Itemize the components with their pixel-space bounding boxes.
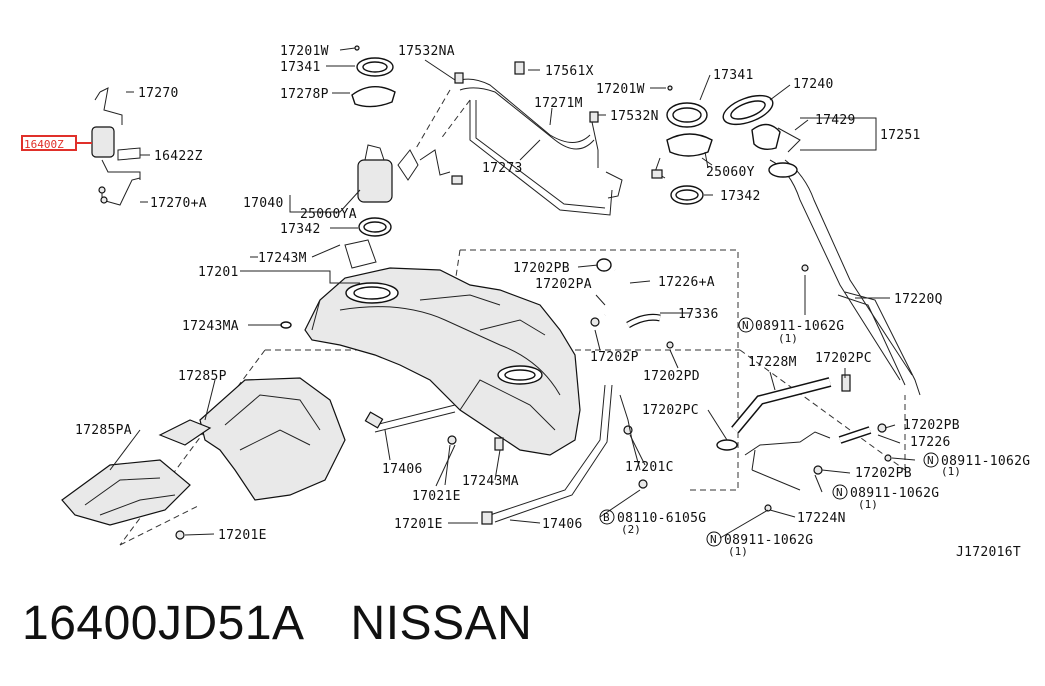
label-25060YA: 25060YA (300, 207, 357, 222)
label-17040: 17040 (243, 196, 284, 211)
label-17202PB-c: 17202PB (855, 466, 912, 481)
label-17220Q: 17220Q (894, 292, 943, 307)
fuel-tank (304, 267, 581, 456)
right-hoses (175, 45, 892, 540)
label-17226A: 17226+A (658, 275, 715, 290)
label-08911-c: 08911-1062G (850, 486, 939, 501)
label-17561X: 17561X (545, 64, 594, 79)
label-17240: 17240 (793, 77, 834, 92)
label-17532NA: 17532NA (398, 44, 455, 59)
label-17224N: 17224N (797, 511, 846, 526)
label-17201C: 17201C (625, 460, 674, 475)
label-17202PD: 17202PD (643, 369, 700, 384)
label-17532N: 17532N (610, 109, 659, 124)
label-17201W-b: 17201W (596, 82, 645, 97)
label-17202PA: 17202PA (535, 277, 592, 292)
label-17201: 17201 (198, 265, 239, 280)
label-08911-b: 08911-1062G (941, 454, 1030, 469)
label-17273: 17273 (482, 161, 523, 176)
dashed-boundaries (119, 89, 906, 546)
label-08911-d: 08911-1062G (724, 533, 813, 548)
left-pump-module (344, 57, 463, 269)
label-17406-b: 17406 (542, 517, 583, 532)
label-17270A: 17270+A (150, 196, 207, 211)
label-08110: 08110-6105G (617, 511, 706, 526)
fastener-08911-b: N 08911-1062G (1) (923, 452, 1030, 478)
label-17341-b: 17341 (713, 68, 754, 83)
label-16422Z: 16422Z (154, 149, 203, 164)
label-17342-b: 17342 (720, 189, 761, 204)
label-17336: 17336 (678, 307, 719, 322)
tank-straps (364, 384, 613, 525)
label-17270: 17270 (138, 86, 179, 101)
fastener-08110: B 08110-6105G (2) (599, 509, 706, 536)
label-08911-a: 08911-1062G (755, 319, 844, 334)
part-caption: 16400JD51A NISSAN (22, 596, 578, 651)
heat-shields (61, 377, 346, 526)
n-symbol: N (836, 486, 843, 499)
exploded-fuel-system-drawing: 17201W 17341 17278P 17532NA 17561X 17270… (21, 44, 1030, 560)
fuel-lines-top (454, 61, 623, 216)
n-symbol: N (927, 454, 934, 467)
label-17226: 17226 (910, 435, 951, 450)
fastener-08911-a: N 08911-1062G (1) (738, 317, 844, 345)
label-17202PB-a: 17202PB (513, 261, 570, 276)
label-25060Y: 25060Y (706, 165, 755, 180)
qty-08911-a: (1) (778, 332, 798, 345)
leader-lines (109, 47, 916, 539)
label-17341-a: 17341 (280, 60, 321, 75)
qty-08911-b: (1) (941, 465, 961, 478)
n-symbol: N (742, 319, 749, 332)
label-17251: 17251 (880, 128, 921, 143)
fastener-08911-d: N 08911-1062G (1) (706, 531, 813, 558)
caption-brand: NISSAN (350, 597, 533, 650)
diagram-reference: J172016T (956, 545, 1021, 560)
label-16400Z-highlighted: 16400Z (24, 138, 64, 151)
label-17021E: 17021E (412, 489, 461, 504)
caption-part-number: 16400JD51A (22, 597, 305, 650)
label-17228M: 17228M (748, 355, 797, 370)
label-17201E-a: 17201E (394, 517, 443, 532)
label-17278P: 17278P (280, 87, 329, 102)
qty-08110: (2) (621, 523, 641, 536)
label-17243MA-a: 17243MA (182, 319, 239, 334)
fastener-08911-c: N 08911-1062G (1) (832, 484, 939, 511)
fuel-filter-assembly (21, 87, 141, 206)
label-17201E-b: 17201E (218, 528, 267, 543)
qty-08911-c: (1) (858, 498, 878, 511)
part-labels: 17201W 17341 17278P 17532NA 17561X 17270… (24, 44, 1030, 560)
right-sender-unit (651, 102, 713, 205)
label-17202PC-a: 17202PC (815, 351, 872, 366)
label-17243M: 17243M (258, 251, 307, 266)
label-17285P: 17285P (178, 369, 227, 384)
filler-neck-assembly (722, 94, 921, 396)
label-17406-a: 17406 (382, 462, 423, 477)
n-symbol: N (710, 533, 717, 546)
label-17202PB-b: 17202PB (903, 418, 960, 433)
qty-08911-d: (1) (728, 545, 748, 558)
label-17202PC-b: 17202PC (642, 403, 699, 418)
label-17271M: 17271M (534, 96, 583, 111)
label-17243MA-b: 17243MA (462, 474, 519, 489)
label-17429: 17429 (815, 113, 856, 128)
b-symbol: B (603, 511, 610, 524)
label-17342-a: 17342 (280, 222, 321, 237)
label-17285PA: 17285PA (75, 423, 132, 438)
label-17202P: 17202P (590, 350, 639, 365)
label-17201W-a: 17201W (280, 44, 329, 59)
